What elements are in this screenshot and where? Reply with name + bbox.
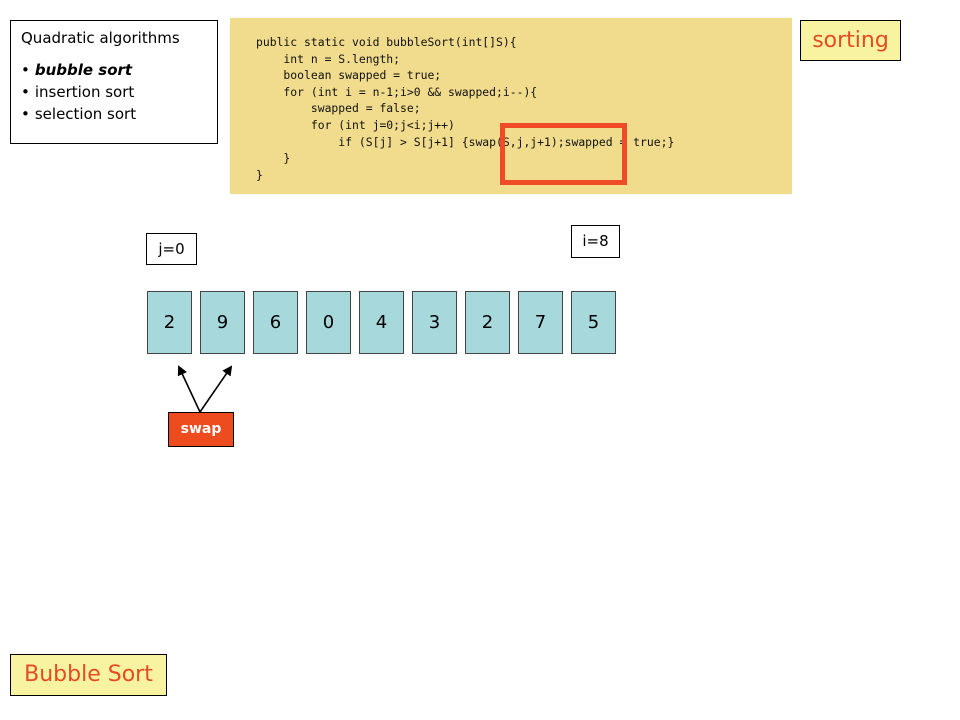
topics-list: bubble sort insertion sort selection sor… bbox=[21, 59, 207, 125]
arrow-right bbox=[199, 365, 233, 413]
topic-item: selection sort bbox=[21, 103, 207, 125]
code-line: } bbox=[256, 151, 291, 166]
code-line: public static void bubbleSort(int[]S){ bbox=[256, 35, 517, 49]
code-line: } bbox=[256, 167, 263, 182]
array-cell: 2 bbox=[465, 291, 510, 354]
pointer-j: j=0 bbox=[146, 233, 197, 265]
section-label: sorting bbox=[800, 20, 901, 61]
array-cell: 0 bbox=[306, 291, 351, 354]
code-panel: public static void bubbleSort(int[]S){ i… bbox=[230, 18, 792, 194]
pointer-i: i=8 bbox=[571, 225, 620, 258]
slide-title: Bubble Sort bbox=[10, 654, 167, 696]
arrow-left bbox=[177, 365, 201, 413]
code-line: for (int i = n-1;i>0 && swapped;i--){ bbox=[256, 84, 538, 99]
array-cell: 3 bbox=[412, 291, 457, 354]
topic-item: bubble sort bbox=[21, 59, 207, 81]
code-line: if (S[j] > S[j+1] {swap(S,j,j+1);swapped… bbox=[256, 134, 675, 149]
array-cell: 6 bbox=[253, 291, 298, 354]
topics-panel: Quadratic algorithms bubble sort inserti… bbox=[10, 20, 218, 144]
swap-label: swap bbox=[168, 412, 234, 447]
topic-item: insertion sort bbox=[21, 81, 207, 103]
code-line: for (int j=0;j<i;j++) bbox=[256, 117, 455, 132]
array: 2 9 6 0 4 3 2 7 5 bbox=[147, 291, 619, 354]
code-line: int n = S.length; bbox=[256, 51, 401, 66]
array-cell: 9 bbox=[200, 291, 245, 354]
topics-title: Quadratic algorithms bbox=[21, 29, 180, 47]
code-line: swapped = false; bbox=[256, 101, 421, 116]
code-highlight-box bbox=[500, 123, 627, 185]
array-cell: 5 bbox=[571, 291, 616, 354]
code-line: boolean swapped = true; bbox=[256, 68, 442, 83]
array-cell: 2 bbox=[147, 291, 192, 354]
array-cell: 4 bbox=[359, 291, 404, 354]
array-cell: 7 bbox=[518, 291, 563, 354]
